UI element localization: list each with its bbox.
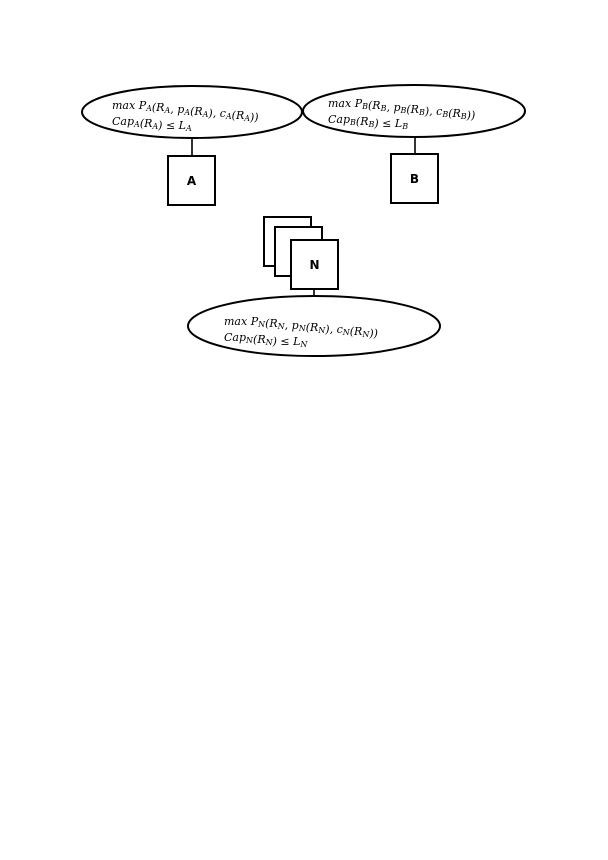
math-subscript: N <box>265 338 274 347</box>
math-text: Cap <box>112 115 134 128</box>
math-subscript: B <box>418 108 425 117</box>
math-text: (R <box>368 99 381 112</box>
math-text: (R <box>190 105 203 118</box>
math-text: max P <box>224 315 259 328</box>
math-subscript: A <box>202 110 209 119</box>
math-text: ), c <box>324 323 342 336</box>
agent-n-group: N max PN(RN, pN(RN), cN(RN)) CapN(RN) ≤ … <box>187 216 441 357</box>
math-subscript: B <box>361 102 368 111</box>
math-text: ), c <box>424 105 442 118</box>
math-subscript: N <box>245 336 254 345</box>
math-text: (R <box>350 325 363 338</box>
math-subscript: A <box>243 114 250 123</box>
agent-n-objective: max PN(RN, pN(RN), cN(RN)) <box>224 315 378 340</box>
math-subscript: N <box>299 340 308 349</box>
agent-n-label: N <box>309 258 319 272</box>
math-subscript: B <box>401 122 408 131</box>
math-text: ) ≤ L <box>272 335 301 348</box>
agent-n-box <box>290 239 339 290</box>
math-text: max P <box>112 99 147 112</box>
math-subscript: A <box>133 120 140 129</box>
agent-b-constraint: CapB(RB) ≤ LB <box>328 113 408 131</box>
agent-b-objective: max PB(RB, pB(RB), cB(RB)) <box>328 97 475 122</box>
math-subscript: A <box>185 124 192 133</box>
math-text: )) <box>249 111 259 124</box>
math-text: Cap <box>224 331 246 344</box>
math-subscript: N <box>298 324 307 333</box>
math-text: (R <box>140 117 153 130</box>
agent-n-ellipse <box>187 295 441 357</box>
math-text: (R <box>448 107 461 120</box>
agent-b-label: B <box>410 172 419 186</box>
math-subscript: N <box>361 330 370 339</box>
math-text: ) ≤ L <box>157 119 186 132</box>
math-subscript: A <box>225 112 232 121</box>
math-text: ), c <box>207 107 225 120</box>
math-text: (R <box>253 333 266 346</box>
agent-a-objective: max PA(RA, pA(RA), cA(RA)) <box>112 99 259 124</box>
math-text: Cap <box>328 113 350 126</box>
math-text: , p <box>285 319 299 332</box>
math-subscript: A <box>163 106 170 115</box>
agent-n-constraint: CapN(RN) ≤ LN <box>224 331 308 349</box>
math-subscript: A <box>151 122 158 131</box>
math-text: (R <box>406 103 419 116</box>
math-text: , p <box>170 103 184 116</box>
agent-a-group: max PA(RA, pA(RA), cA(RA)) CapA(RA) ≤ LA… <box>81 85 303 206</box>
math-subscript: B <box>441 110 448 119</box>
math-text: , p <box>386 101 400 114</box>
agent-a-label: A <box>187 174 197 188</box>
math-text: ) ≤ L <box>373 117 402 130</box>
math-text: (R <box>356 115 369 128</box>
math-text: (R <box>232 109 245 122</box>
math-text: )) <box>466 109 476 122</box>
math-subscript: B <box>349 118 356 127</box>
math-subscript: B <box>380 104 387 113</box>
math-text: (R <box>265 317 278 330</box>
agent-a-box <box>167 155 216 206</box>
agent-a-constraint: CapA(RA) ≤ LA <box>112 115 192 133</box>
math-text: )) <box>368 327 378 340</box>
math-text: max P <box>328 97 363 110</box>
math-subscript: B <box>368 120 375 129</box>
math-subscript: B <box>400 106 407 115</box>
math-subscript: N <box>342 328 351 337</box>
math-subscript: B <box>460 112 467 121</box>
agent-b-group: max PB(RB, pB(RB), cB(RB)) CapB(RB) ≤ LB… <box>302 84 526 204</box>
math-subscript: A <box>183 108 190 117</box>
agent-b-ellipse <box>302 84 526 138</box>
agent-b-box <box>390 153 439 204</box>
math-subscript: N <box>317 326 326 335</box>
math-subscript: N <box>277 322 286 331</box>
math-subscript: A <box>145 104 152 113</box>
math-subscript: N <box>257 320 266 329</box>
math-text: (R <box>152 101 165 114</box>
math-text: (R <box>306 321 319 334</box>
